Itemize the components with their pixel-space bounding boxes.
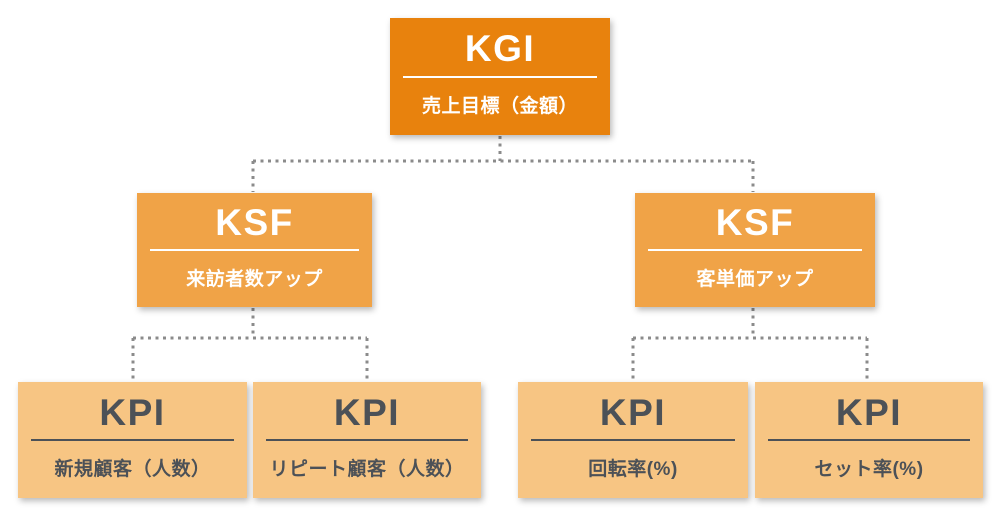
node-kpi-turnover-rate: KPI 回転率(%) (518, 382, 748, 498)
node-kpi-turnover-rate-divider (531, 439, 735, 441)
node-kpi-set-rate-label: KPI (835, 391, 903, 433)
node-kgi-divider (403, 75, 597, 78)
node-kgi-label: KGI (464, 27, 536, 69)
node-kgi: KGI 売上目標（金額） (390, 18, 610, 135)
node-kpi-repeat-customers-divider (266, 439, 468, 441)
node-kgi-sublabel: 売上目標（金額） (421, 95, 578, 117)
node-ksf-unit-price: KSF 客単価アップ (635, 193, 875, 307)
node-ksf-visitors-sublabel: 来訪者数アップ (186, 268, 323, 290)
node-kpi-repeat-customers: KPI リピート顧客（人数） (253, 382, 481, 498)
node-ksf-unit-price-divider (648, 249, 862, 251)
node-kpi-new-customers-sublabel: 新規顧客（人数） (54, 459, 211, 480)
node-kpi-set-rate-divider (768, 439, 970, 441)
node-kpi-repeat-customers-label: KPI (333, 391, 401, 433)
node-kpi-new-customers-label: KPI (99, 391, 166, 433)
node-ksf-unit-price-label: KSF (715, 202, 795, 243)
node-ksf-visitors-label: KSF (215, 202, 294, 243)
node-kpi-set-rate: KPI セット率(%) (755, 382, 983, 498)
node-ksf-visitors: KSF 来訪者数アップ (137, 193, 372, 307)
node-kpi-turnover-rate-label: KPI (599, 391, 667, 433)
node-kpi-new-customers-divider (31, 439, 234, 441)
node-kpi-set-rate-sublabel: セット率(%) (814, 459, 924, 480)
node-kpi-turnover-rate-sublabel: 回転率(%) (588, 459, 678, 480)
node-ksf-visitors-divider (150, 249, 359, 251)
node-ksf-unit-price-sublabel: 客単価アップ (696, 268, 814, 290)
node-kpi-repeat-customers-sublabel: リピート顧客（人数） (269, 459, 465, 480)
node-kpi-new-customers: KPI 新規顧客（人数） (18, 382, 247, 498)
